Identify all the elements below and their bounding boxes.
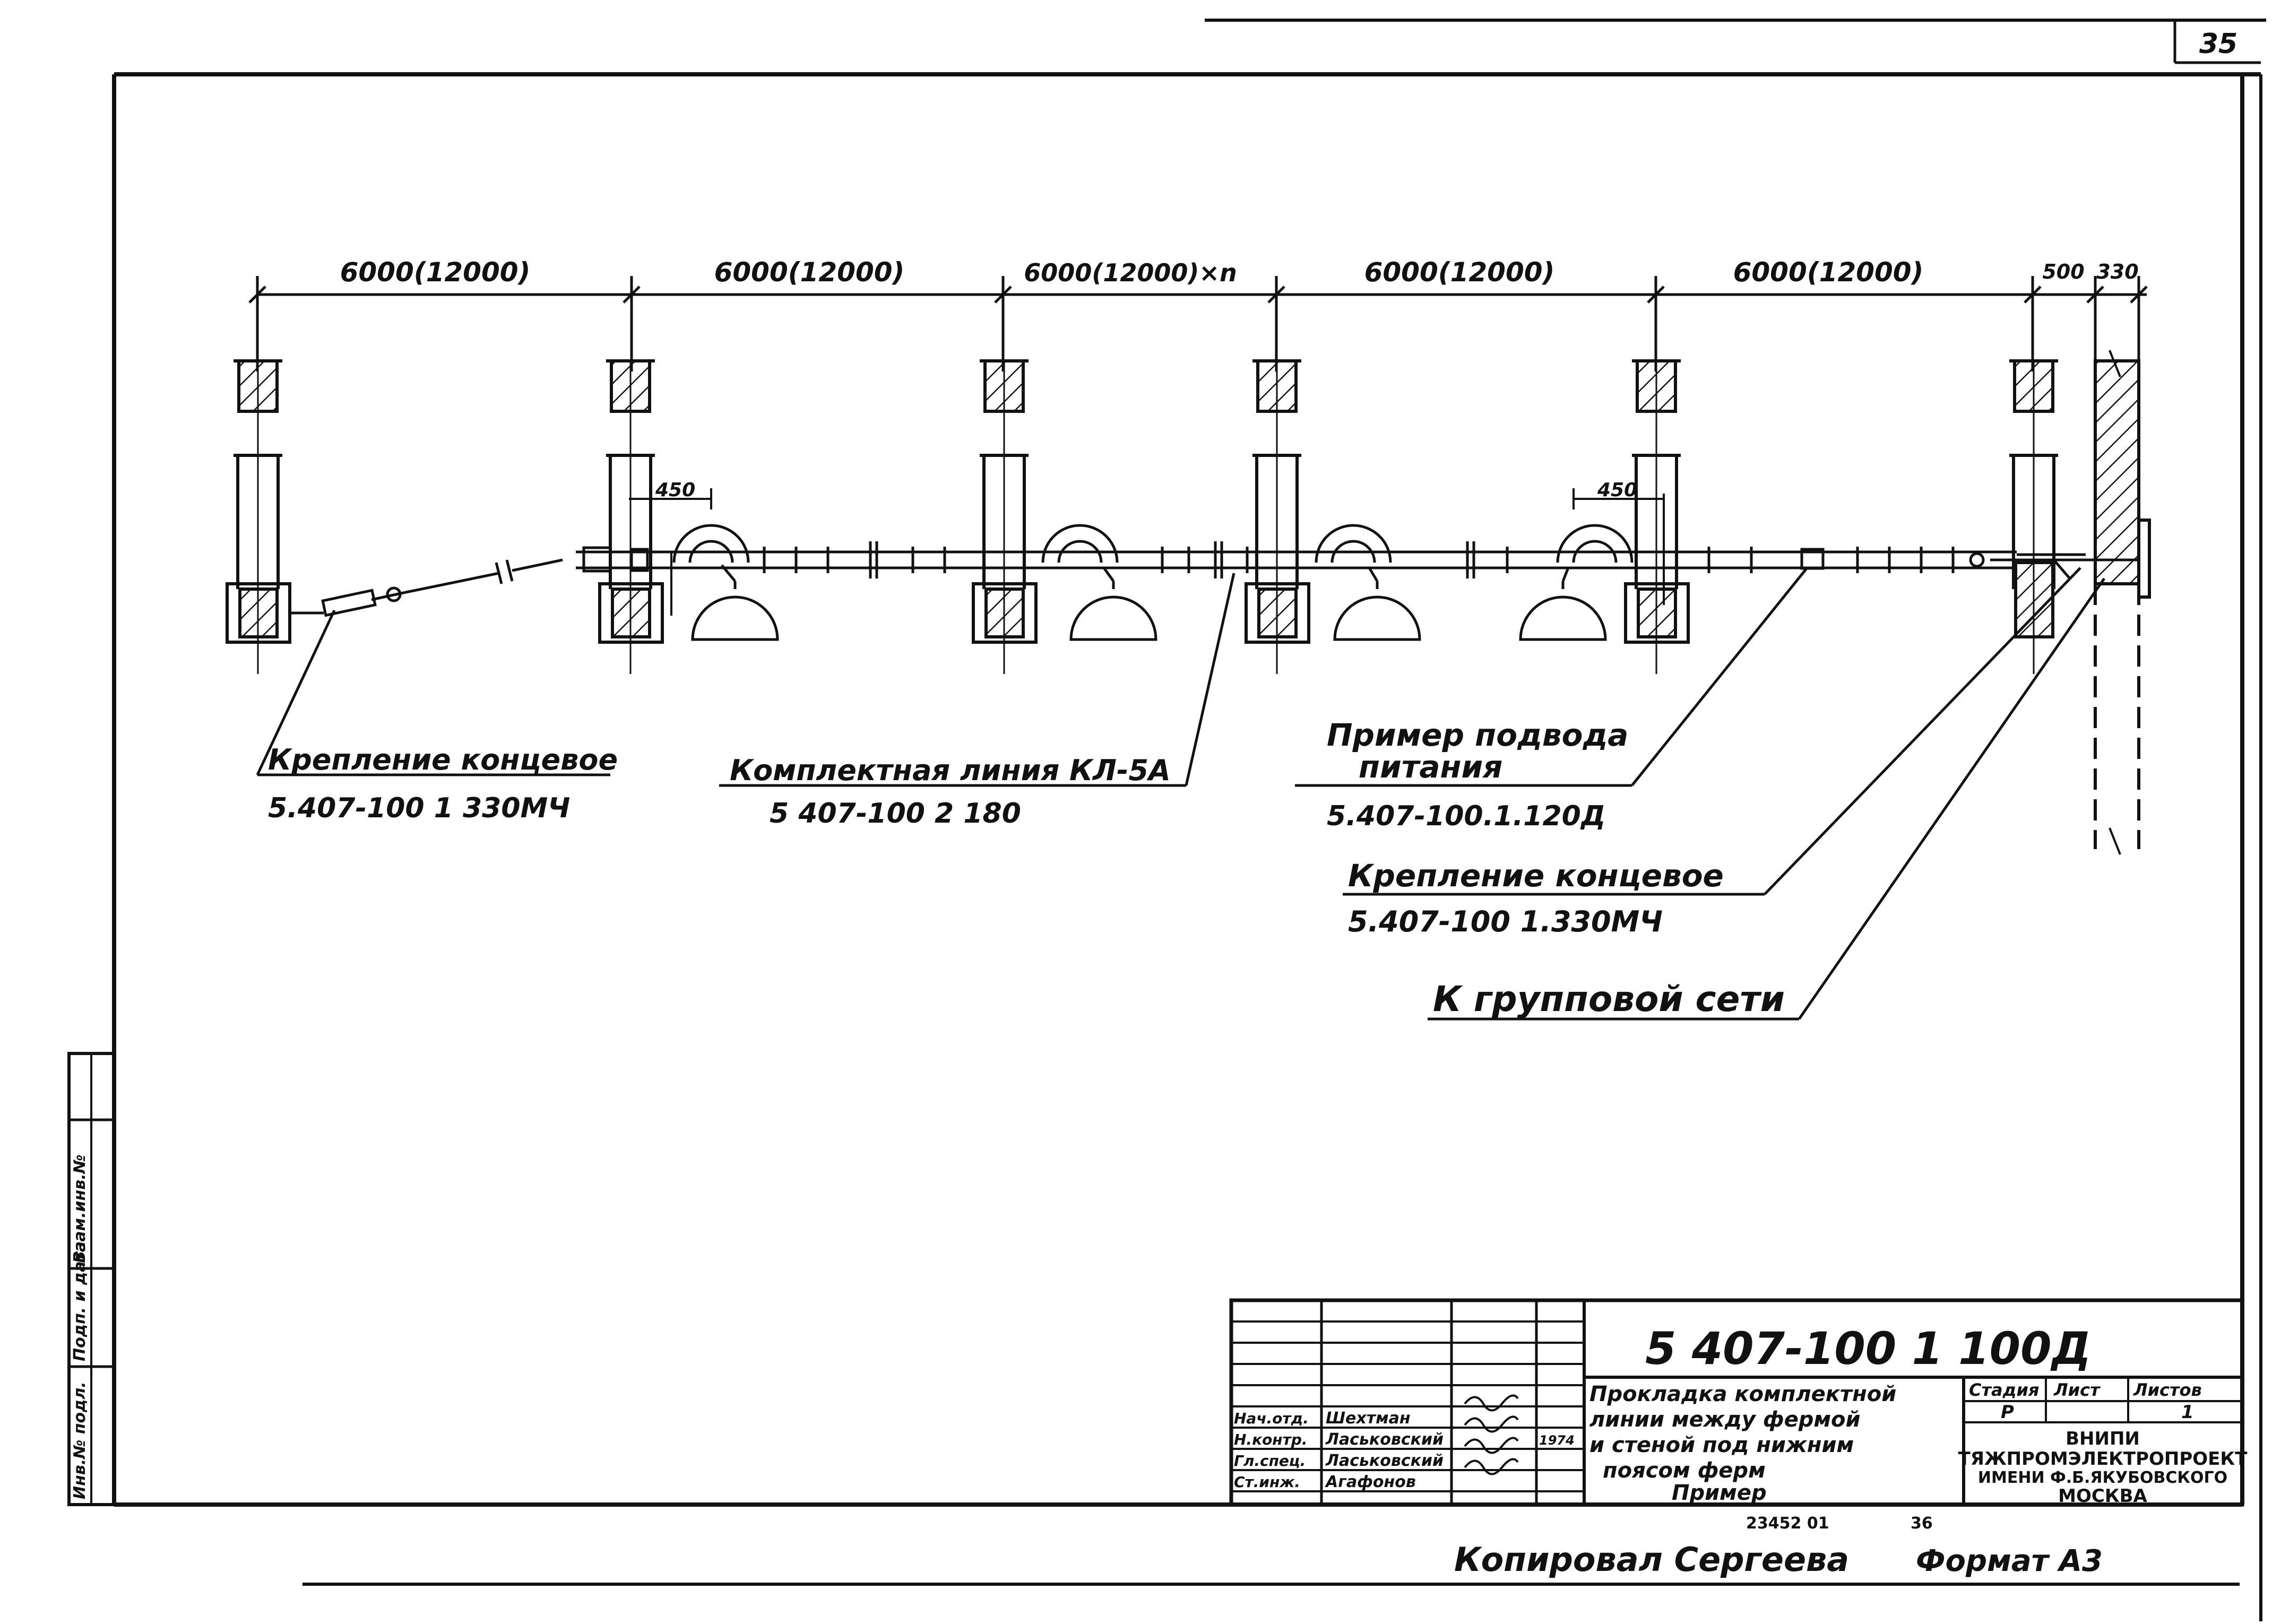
value-stage: Р — [2001, 1402, 2014, 1423]
dim-end-330: 330 — [2096, 260, 2138, 283]
org-line-2: ТЯЖПРОМЭЛЕКТРОПРОЕКТ — [1958, 1448, 2248, 1470]
callout-complete-line-code: 5 407-100 2 180 — [770, 798, 1021, 830]
sheet-frame — [112, 19, 2266, 1621]
role-2-name: Ласьковский — [1325, 1430, 1444, 1449]
role-2: Н.контр. — [1234, 1431, 1308, 1448]
description-line-4: поясом ферм — [1603, 1458, 1766, 1483]
callout-end-fastening-right-title: Крепление концевое — [1348, 858, 1724, 894]
dim-span-4: 6000(12000) — [1364, 257, 1555, 288]
luminaire-1 — [672, 524, 779, 641]
branch-offset-left: 450 — [655, 479, 695, 501]
value-sheets: 1 — [2181, 1402, 2194, 1423]
description-line-3: и стеной под нижним — [1589, 1433, 1854, 1457]
callout-group-network: К групповой сети — [1433, 979, 1785, 1020]
luminaire-4 — [1519, 524, 1634, 641]
callout-power-example-title-1: Пример подвода — [1327, 717, 1628, 753]
dimension-chain — [248, 276, 2148, 372]
side-stamp-inv-no: Инв.№ подл. — [71, 1381, 89, 1499]
title-block — [1229, 1298, 2244, 1507]
role-1-name: Шехтман — [1326, 1409, 1411, 1428]
dim-span-3: 6000(12000)×n — [1024, 258, 1237, 287]
header-sheet: Лист — [2053, 1380, 2101, 1400]
side-stamp-replace-inv: Взам.инв.№ — [71, 1154, 89, 1263]
truss-columns — [226, 359, 2058, 674]
sheet-format: Формат А3 — [1916, 1544, 2103, 1578]
archive-sheet: 36 — [1911, 1514, 1933, 1533]
dim-span-5: 6000(12000) — [1733, 257, 1924, 288]
archive-number: 23452 01 — [1746, 1514, 1829, 1533]
side-stamp-sign-date: Подп. и дата — [71, 1241, 89, 1361]
header-stage: Стадия — [1969, 1380, 2039, 1400]
callout-power-example-title-2: питания — [1359, 749, 1502, 785]
dim-end-500: 500 — [2042, 260, 2084, 283]
page-number: 35 — [2199, 28, 2237, 60]
leader-lines — [256, 567, 2106, 1021]
callout-end-fastening-right-code: 5.407-100 1.330МЧ — [1348, 905, 1663, 938]
branch-dimension-left — [629, 488, 712, 616]
side-stamp — [67, 1052, 116, 1506]
callout-end-fastening-left-title: Крепление концевое — [268, 743, 618, 776]
signatures — [1464, 1394, 1519, 1475]
description-line-1: Прокладка комплектной — [1589, 1382, 1896, 1406]
role-4-name: Агафонов — [1325, 1473, 1416, 1491]
dim-span-1: 6000(12000) — [340, 257, 531, 288]
branch-offset-right: 450 — [1597, 479, 1637, 501]
copied-by: Копировал Сергеева — [1454, 1540, 1849, 1579]
wall — [2094, 350, 2151, 855]
description-line-2: линии между фермой — [1589, 1407, 1861, 1432]
luminaire-2 — [1041, 524, 1157, 641]
role-4: Ст.инж. — [1234, 1473, 1300, 1491]
org-line-1: ВНИПИ — [2066, 1428, 2140, 1449]
branch-dimension-right — [1572, 488, 1665, 605]
role-2-date: 1974 — [1539, 1433, 1575, 1448]
callout-power-example-code: 5.407-100.1.120Д — [1327, 800, 1605, 832]
trunking-line — [290, 541, 2139, 617]
luminaire-3 — [1315, 524, 1421, 641]
header-sheets: Листов — [2133, 1380, 2202, 1400]
document-code: 5 407-100 1 100Д — [1645, 1323, 2091, 1375]
dim-span-2: 6000(12000) — [714, 257, 905, 288]
org-line-4: МОСКВА — [2058, 1485, 2147, 1507]
role-1: Нач.отд. — [1234, 1410, 1309, 1427]
description-line-5: Пример — [1672, 1481, 1767, 1505]
org-line-3: ИМЕНИ Ф.Б.ЯКУБОВСКОГО — [1978, 1468, 2227, 1487]
callout-end-fastening-left-code: 5.407-100 1 330МЧ — [268, 792, 570, 824]
role-3-name: Ласьковский — [1325, 1452, 1444, 1470]
callout-complete-line-title: Комплектная линия КЛ-5А — [730, 754, 1171, 787]
role-3: Гл.спец. — [1234, 1452, 1306, 1470]
